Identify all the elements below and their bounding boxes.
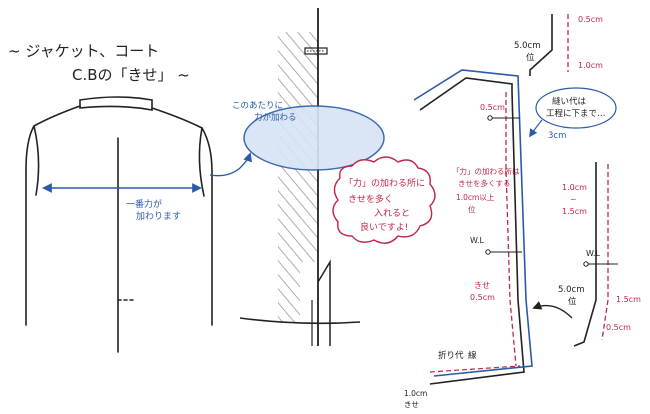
label-top-right: 0.5cm [578, 15, 603, 24]
label-top-allow-sub: 位 [526, 52, 535, 63]
bubble-note-line2: 力が加わる [254, 112, 297, 123]
transfer-arrow [532, 301, 573, 319]
title-line1: ~ ジャケット、コート [8, 42, 159, 60]
red-note-line1: 「力」の加わる所は [452, 166, 520, 176]
allowance-outline-blue [413, 69, 533, 377]
pin-3-head [583, 261, 589, 267]
label-hem-fold-b: 線 [468, 350, 477, 361]
force-area-bubble [243, 105, 385, 171]
allowance-note-arrow [529, 119, 543, 138]
top-piece-outline [529, 14, 553, 76]
hatched-allowance [278, 32, 318, 322]
force-note-line1: 一番力が [126, 198, 162, 210]
blue-3cm: 3cm [548, 131, 566, 141]
label-right-15: 1.5cm [616, 295, 641, 304]
label-waist-mid: W.L [470, 236, 485, 245]
red-1cm-sub: 位 [468, 204, 476, 214]
label-bottom-left-allow-b: きせ [474, 281, 490, 290]
label-waist-right: W.L [586, 249, 601, 258]
pattern-outline [419, 77, 525, 385]
label-bottom-left-allow: 0.5cm [470, 293, 495, 302]
label-left-top: 0.5cm [480, 103, 505, 112]
advice-cloud [332, 156, 436, 244]
red-note-line2: きせを多くする [458, 178, 511, 188]
pin-1-head [487, 115, 493, 121]
pattern-piece [413, 14, 569, 385]
label-tag [304, 47, 328, 55]
label-right-range-mid: ~ [570, 195, 577, 204]
pin-2-head [485, 249, 491, 255]
allowance-note-bubble [535, 87, 617, 129]
blue-note-line2: 工程に下まで… [546, 109, 606, 119]
label-hem-fold: 折り代 [438, 350, 464, 361]
jacket-left-edge [25, 105, 81, 326]
label-top-allow: 5.0cm [514, 41, 540, 51]
label-right-allow: 5.0cm [558, 285, 584, 295]
label-right-allow-sub: 位 [568, 296, 577, 307]
kise-line-red [505, 92, 517, 367]
waist-detail-outline [573, 162, 597, 347]
link-arrow [209, 152, 253, 177]
hem-line [239, 317, 361, 325]
hem-red [429, 365, 521, 373]
left-armhole [33, 125, 40, 196]
label-right-range-a: 1.0cm [562, 183, 587, 192]
right-armhole [198, 127, 205, 197]
cloud-note-line1: 「力」の加わる所に [344, 177, 425, 189]
blue-note-line1: 縫い代は [552, 96, 587, 107]
seam-closeup-figure [239, 8, 361, 346]
title-line2: C.Bの「きせ」 ~ [72, 66, 190, 84]
label-top-right-step: 1.0cm [578, 61, 603, 70]
label-hem-allow-sub: きせ [404, 400, 419, 409]
collar-outline [79, 96, 153, 111]
waist-detail-red [601, 164, 609, 341]
label-hem-allow: 1.0cm [404, 389, 427, 398]
jacket-back-figure [25, 96, 213, 353]
cloud-note-line4: 良いですよ! [360, 221, 408, 233]
label-right-05: 0.5cm [606, 323, 631, 332]
red-1cm: 1.0cm以上 [456, 193, 495, 202]
bubble-note-line1: このあたりに [232, 101, 283, 111]
force-note-line2: 加わります [136, 211, 181, 222]
cloud-note-line2: きせを多く [348, 193, 393, 205]
label-right-range-b: 1.5cm [562, 207, 587, 216]
vent-step [317, 259, 331, 346]
waist-detail-piece [573, 162, 609, 347]
cloud-note-line3: 入れると [374, 208, 410, 219]
